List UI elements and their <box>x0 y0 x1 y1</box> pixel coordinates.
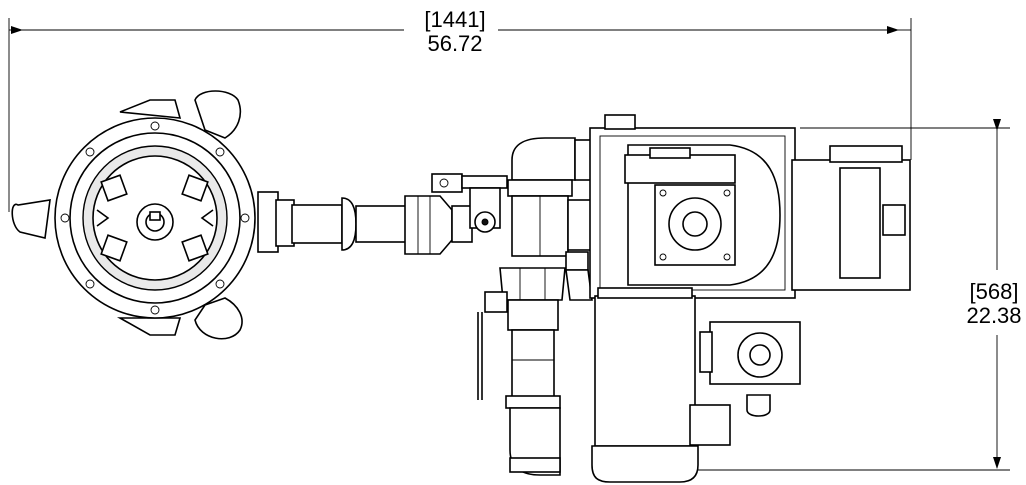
vertical-piping <box>477 137 593 476</box>
height-mm-value: [568] <box>969 279 1019 304</box>
width-mm-value: [1441] <box>424 7 486 32</box>
pump-assembly <box>589 114 911 483</box>
height-dimension-label: [568] 22.38 <box>962 280 1026 328</box>
strainer-housing <box>11 90 256 340</box>
width-dimension-label: [1441] 56.72 <box>415 8 495 56</box>
width-dimension <box>8 18 912 212</box>
inlet-pipe <box>257 173 508 255</box>
height-in-value: 22.38 <box>966 303 1022 328</box>
height-dimension <box>690 119 1010 471</box>
width-in-value: 56.72 <box>427 31 483 56</box>
